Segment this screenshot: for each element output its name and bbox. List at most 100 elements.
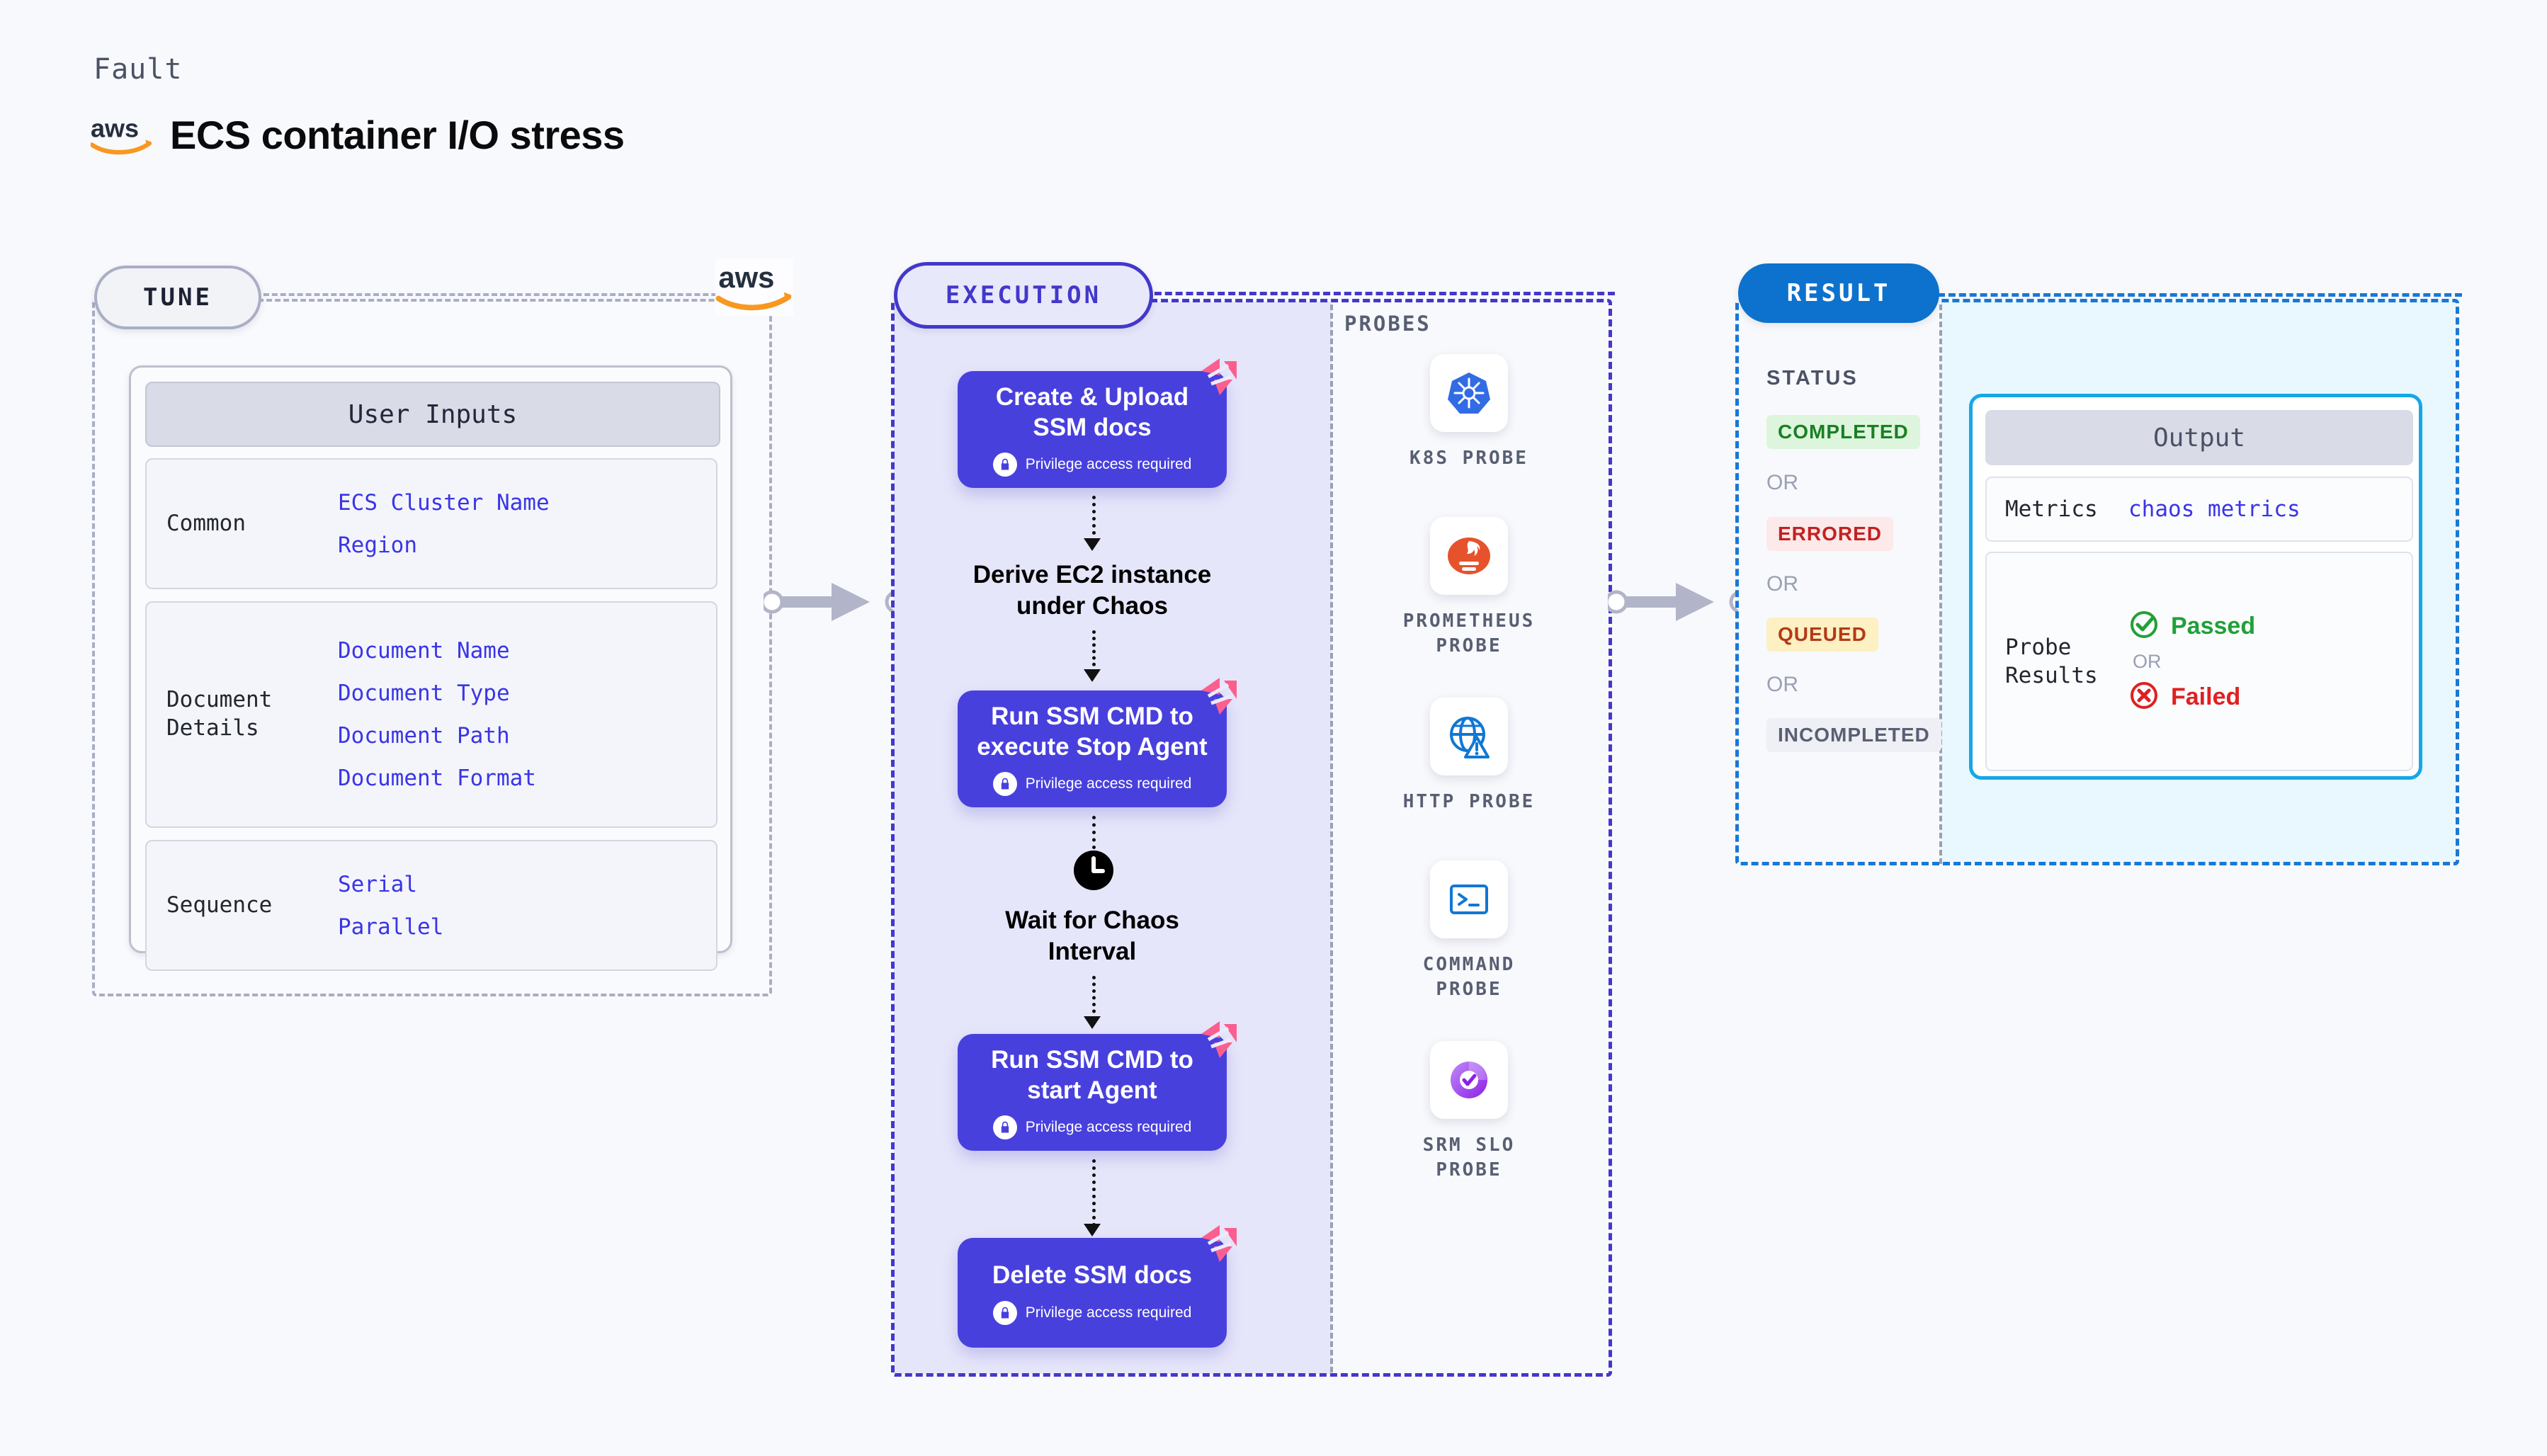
result-panel <box>1735 299 2459 865</box>
page-title-row: aws ECS container I/O stress <box>89 113 625 157</box>
execution-pill[interactable]: EXECUTION <box>894 262 1153 329</box>
execution-step-wait-for-chaos-interval: Wait for Chaos Interval <box>1005 906 1179 965</box>
execution-step-delete-ssm-docs[interactable]: Delete SSM docs Privilege access require… <box>958 1225 1237 1348</box>
harness-logo-icon <box>1196 675 1240 719</box>
probe-prometheus[interactable]: PROMETHEUS PROBE <box>1400 517 1538 659</box>
probe-label: SRM SLO PROBE <box>1422 1134 1516 1181</box>
step-title: Create & Upload SSM docs <box>995 382 1189 441</box>
execution-panel <box>891 299 1612 1377</box>
probe-command[interactable]: COMMAND PROBE <box>1400 860 1538 1002</box>
execution-step-create-upload-ssm-docs[interactable]: Create & Upload SSM docs Privilege acces… <box>958 358 1237 488</box>
http-globe-icon <box>1430 698 1508 775</box>
input-field-name[interactable]: Document Path <box>338 723 510 749</box>
privilege-text: Privilege access required <box>1025 775 1192 792</box>
input-field-name[interactable]: Document Type <box>338 681 510 706</box>
probe-srm-slo[interactable]: SRM SLO PROBE <box>1400 1041 1538 1183</box>
probe-result-failed-label: Failed <box>2171 683 2241 710</box>
flow-connector <box>1092 816 1096 864</box>
status-section-label: STATUS <box>1766 367 1859 389</box>
input-field-name[interactable]: ECS Cluster Name <box>338 489 550 516</box>
result-pill[interactable]: RESULT <box>1738 263 1939 323</box>
status-badge-completed: COMPLETED <box>1766 415 1920 449</box>
or-separator: OR <box>1766 572 1798 596</box>
result-status-background <box>1738 302 1938 863</box>
execution-connector-line <box>1144 292 1615 295</box>
probe-label: K8S PROBE <box>1409 448 1528 469</box>
privilege-text: Privilege access required <box>1025 1304 1192 1321</box>
output-metrics-value[interactable]: chaos metrics <box>2128 496 2301 522</box>
lock-icon <box>992 772 1017 797</box>
flow-connector <box>1092 976 1096 1020</box>
aws-logo-icon: aws <box>715 259 793 316</box>
privilege-text: Privilege access required <box>1025 456 1192 473</box>
flow-arrowhead <box>1084 1016 1101 1029</box>
svg-text:aws: aws <box>718 261 774 294</box>
or-separator: OR <box>1766 673 1798 696</box>
input-field-name[interactable]: Document Format <box>338 766 536 791</box>
execution-step-derive-ec2-instance: Derive EC2 instance under Chaos <box>972 561 1212 620</box>
flow-arrowhead <box>1084 538 1101 551</box>
output-key: Metrics <box>2005 496 2098 522</box>
output-row-metrics: Metrics chaos metrics <box>1985 477 2413 542</box>
harness-logo-icon <box>1196 356 1240 399</box>
check-circle-icon <box>2128 609 2160 644</box>
connector-tune-to-execution <box>760 577 909 627</box>
input-group-label: Sequence <box>166 892 273 918</box>
input-field-name[interactable]: Serial <box>338 871 417 897</box>
probe-result-failed: Failed <box>2128 680 2412 715</box>
user-inputs-card: User Inputs Common ECS Cluster Name Regi… <box>129 365 732 971</box>
srm-slo-icon <box>1430 1041 1508 1119</box>
input-field-name[interactable]: Document Name <box>338 638 510 664</box>
privilege-badge: Privilege access required <box>992 772 1192 797</box>
connector-execution-to-result <box>1604 577 1753 627</box>
flow-connector <box>1092 1159 1096 1227</box>
output-card: Output Metrics chaos metrics Probe Resul… <box>1969 394 2422 780</box>
input-group-label: Common <box>166 510 246 536</box>
probe-http[interactable]: HTTP PROBE <box>1400 698 1538 814</box>
input-field-name[interactable]: Region <box>338 532 417 558</box>
or-separator: OR <box>1766 471 1798 494</box>
execution-step-run-ssm-cmd-stop-agent[interactable]: Run SSM CMD to execute Stop Agent Privil… <box>958 678 1237 807</box>
tune-pill[interactable]: TUNE <box>94 266 261 329</box>
output-title: Output <box>1985 410 2413 465</box>
probe-k8s[interactable]: K8S PROBE <box>1400 354 1538 471</box>
privilege-text: Privilege access required <box>1025 1119 1192 1136</box>
probe-result-passed-label: Passed <box>2171 612 2256 639</box>
harness-logo-icon <box>1196 1222 1240 1266</box>
tune-connector-line <box>255 293 751 296</box>
result-connector-line <box>1938 293 2462 297</box>
aws-logo-icon: aws <box>89 113 154 157</box>
harness-logo-icon <box>1196 1018 1240 1062</box>
probes-divider <box>1330 305 1333 1372</box>
probe-label: COMMAND PROBE <box>1422 954 1516 1001</box>
status-badge-incompleted: INCOMPLETED <box>1766 718 1941 752</box>
output-row-probe-results: Probe Results Passed OR <box>1985 552 2413 771</box>
terminal-icon <box>1430 860 1508 938</box>
lock-icon <box>992 453 1017 477</box>
or-separator: OR <box>2133 650 2162 672</box>
result-divider <box>1939 305 1942 864</box>
privilege-badge: Privilege access required <box>992 453 1192 477</box>
input-group-label: Document Details <box>166 687 273 741</box>
flow-connector <box>1092 630 1096 673</box>
probe-label: HTTP PROBE <box>1402 791 1536 812</box>
lock-icon <box>992 1115 1017 1140</box>
input-group-common: Common ECS Cluster Name Region <box>145 458 717 589</box>
flow-connector <box>1092 496 1096 542</box>
lock-icon <box>992 1300 1017 1325</box>
step-title: Run SSM CMD to execute Stop Agent <box>977 702 1208 761</box>
input-group-document-details: Document Details Document Name Document … <box>145 601 717 828</box>
execution-step-run-ssm-cmd-start-agent[interactable]: Run SSM CMD to start Agent Privilege acc… <box>958 1021 1237 1151</box>
page-kicker: Fault <box>93 53 183 86</box>
status-badge-queued: QUEUED <box>1766 618 1878 652</box>
flow-arrowhead <box>1084 1224 1101 1236</box>
prometheus-icon <box>1430 517 1508 595</box>
kubernetes-icon <box>1430 354 1508 432</box>
probes-section-label: PROBES <box>1344 312 1431 336</box>
user-inputs-title: User Inputs <box>145 382 720 447</box>
step-title: Run SSM CMD to start Agent <box>991 1045 1193 1104</box>
svg-text:aws: aws <box>91 114 139 143</box>
input-field-name[interactable]: Parallel <box>338 914 444 940</box>
clock-icon <box>1073 850 1114 891</box>
input-group-sequence: Sequence Serial Parallel <box>145 840 717 971</box>
